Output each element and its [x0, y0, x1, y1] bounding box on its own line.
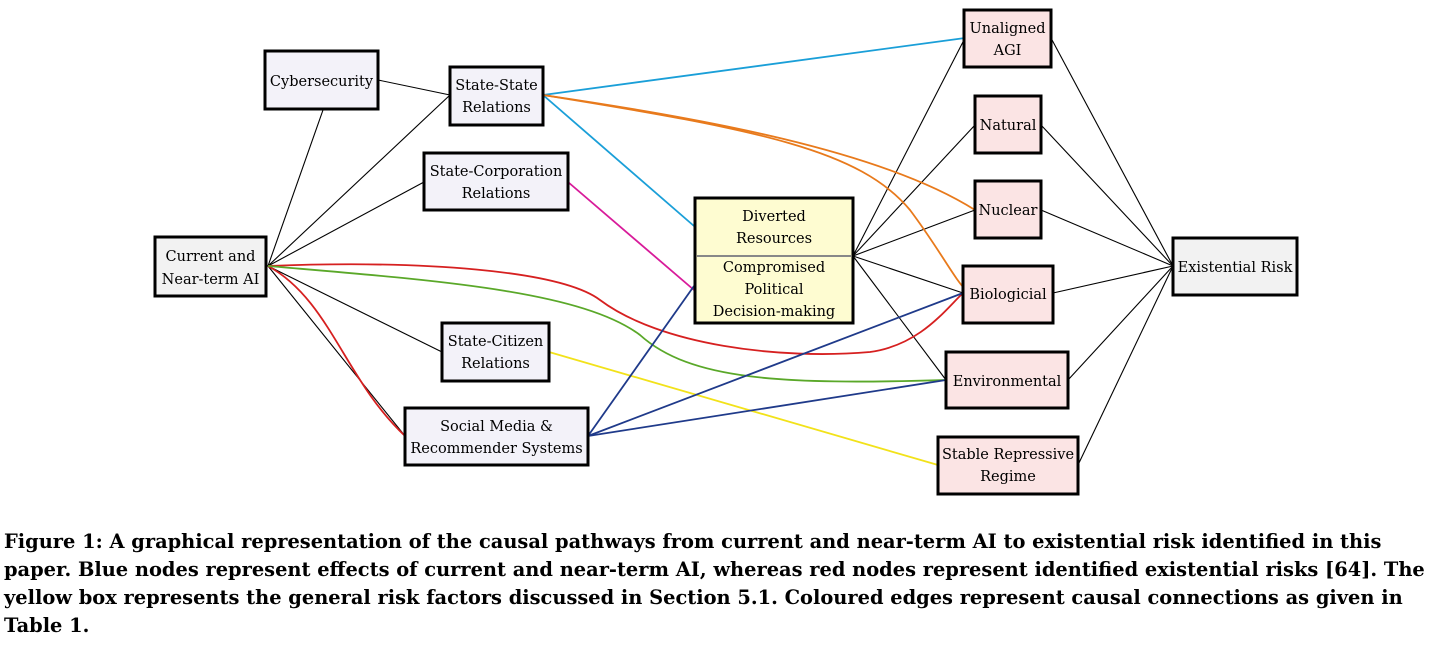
node-state-citizen-relations: State-Citizen Relations [440, 321, 551, 383]
edge-ai-statestate [267, 94, 451, 267]
edge-ai-socialmedia [267, 265, 406, 437]
svg-text:Biologicial: Biologicial [969, 287, 1047, 303]
svg-text:Near-term AI: Near-term AI [162, 272, 260, 288]
edge-socialmedia-biological [587, 292, 964, 437]
edge-nuclear-existential [1040, 209, 1174, 267]
svg-text:Recommender Systems: Recommender Systems [410, 441, 582, 457]
edge-socialmedia-environmental [587, 379, 947, 437]
edge-statecitizen-regime [548, 351, 939, 466]
svg-text:Existential Risk: Existential Risk [1178, 260, 1293, 276]
edge-regime-existential [1077, 265, 1174, 466]
svg-text:Social Media &: Social Media & [440, 419, 553, 435]
svg-text:State-Citizen: State-Citizen [448, 334, 543, 350]
edge-rf-natural [852, 124, 976, 257]
svg-text:Environmental: Environmental [953, 374, 1062, 390]
edge-ai-cybersecurity [267, 109, 324, 267]
svg-text:Nuclear: Nuclear [979, 203, 1038, 219]
edge-rf-nuclear [852, 209, 976, 257]
node-nuclear: Nuclear [973, 179, 1043, 240]
edge-ai-statecorp [267, 181, 425, 267]
svg-text:Compromised: Compromised [723, 260, 825, 276]
svg-text:Relations: Relations [462, 100, 531, 116]
svg-text:Resources: Resources [736, 231, 812, 247]
black-edges [267, 37, 1174, 466]
svg-text:State-State: State-State [455, 78, 538, 94]
svg-text:Decision-making: Decision-making [713, 304, 835, 320]
svg-text:Cybersecurity: Cybersecurity [270, 74, 374, 90]
edge-environmental-existential [1067, 265, 1174, 381]
svg-text:AGI: AGI [993, 43, 1022, 59]
figure-caption: Figure 1: A graphical representation of … [4, 530, 1425, 637]
causal-pathway-diagram: Cybersecurity State-State Relations Stat… [153, 8, 1299, 496]
svg-text:Natural: Natural [980, 118, 1037, 134]
edge-ai-statecitizen [267, 265, 443, 353]
svg-text:Political: Political [744, 282, 803, 298]
edge-statecorp-riskfactors [567, 181, 695, 291]
node-cybersecurity: Cybersecurity [263, 49, 380, 111]
node-general-risk-factors: Diverted Resources Compromised Political… [693, 196, 855, 325]
edge-statestate-unaligned [542, 37, 966, 96]
edge-statestate-biological [542, 94, 967, 291]
svg-text:Relations: Relations [461, 356, 530, 372]
svg-text:Unaligned: Unaligned [970, 21, 1046, 37]
edge-natural-existential [1040, 124, 1174, 267]
edge-cybersecurity-statestate [377, 79, 451, 96]
edge-ai-socialmedia-red [267, 265, 406, 437]
node-natural: Natural [973, 94, 1043, 155]
node-unaligned-agi: Unaligned AGI [962, 8, 1053, 69]
svg-text:Diverted: Diverted [742, 209, 806, 225]
edge-socialmedia-riskfactors [587, 285, 695, 437]
node-current-near-term-ai: Current and Near-term AI [153, 235, 268, 298]
node-stable-repressive-regime: Stable Repressive Regime [936, 435, 1080, 496]
node-state-corporation-relations: State-Corporation Relations [422, 151, 570, 212]
svg-text:Stable Repressive: Stable Repressive [942, 447, 1074, 463]
edge-ai-biological [267, 263, 964, 355]
svg-text:Relations: Relations [462, 186, 531, 202]
node-social-media-recommender: Social Media & Recommender Systems [403, 406, 590, 467]
svg-text:Current and: Current and [166, 249, 256, 265]
node-environmental: Environmental [944, 350, 1070, 410]
node-state-state-relations: State-State Relations [448, 65, 545, 127]
svg-text:Regime: Regime [980, 469, 1036, 485]
edge-rf-biological [852, 255, 964, 294]
edge-ai-environmental [267, 265, 947, 383]
node-biological: Biologicial [961, 264, 1055, 325]
edge-statestate-nuclear [542, 94, 976, 211]
colored-edges [267, 37, 976, 466]
edge-unaligned-existential [1050, 37, 1174, 267]
edge-statestate-riskfactors [542, 94, 695, 227]
svg-text:State-Corporation: State-Corporation [430, 164, 563, 180]
edge-rf-unaligned [852, 37, 966, 257]
node-existential-risk: Existential Risk [1171, 236, 1299, 297]
edge-biological-existential [1052, 265, 1174, 294]
